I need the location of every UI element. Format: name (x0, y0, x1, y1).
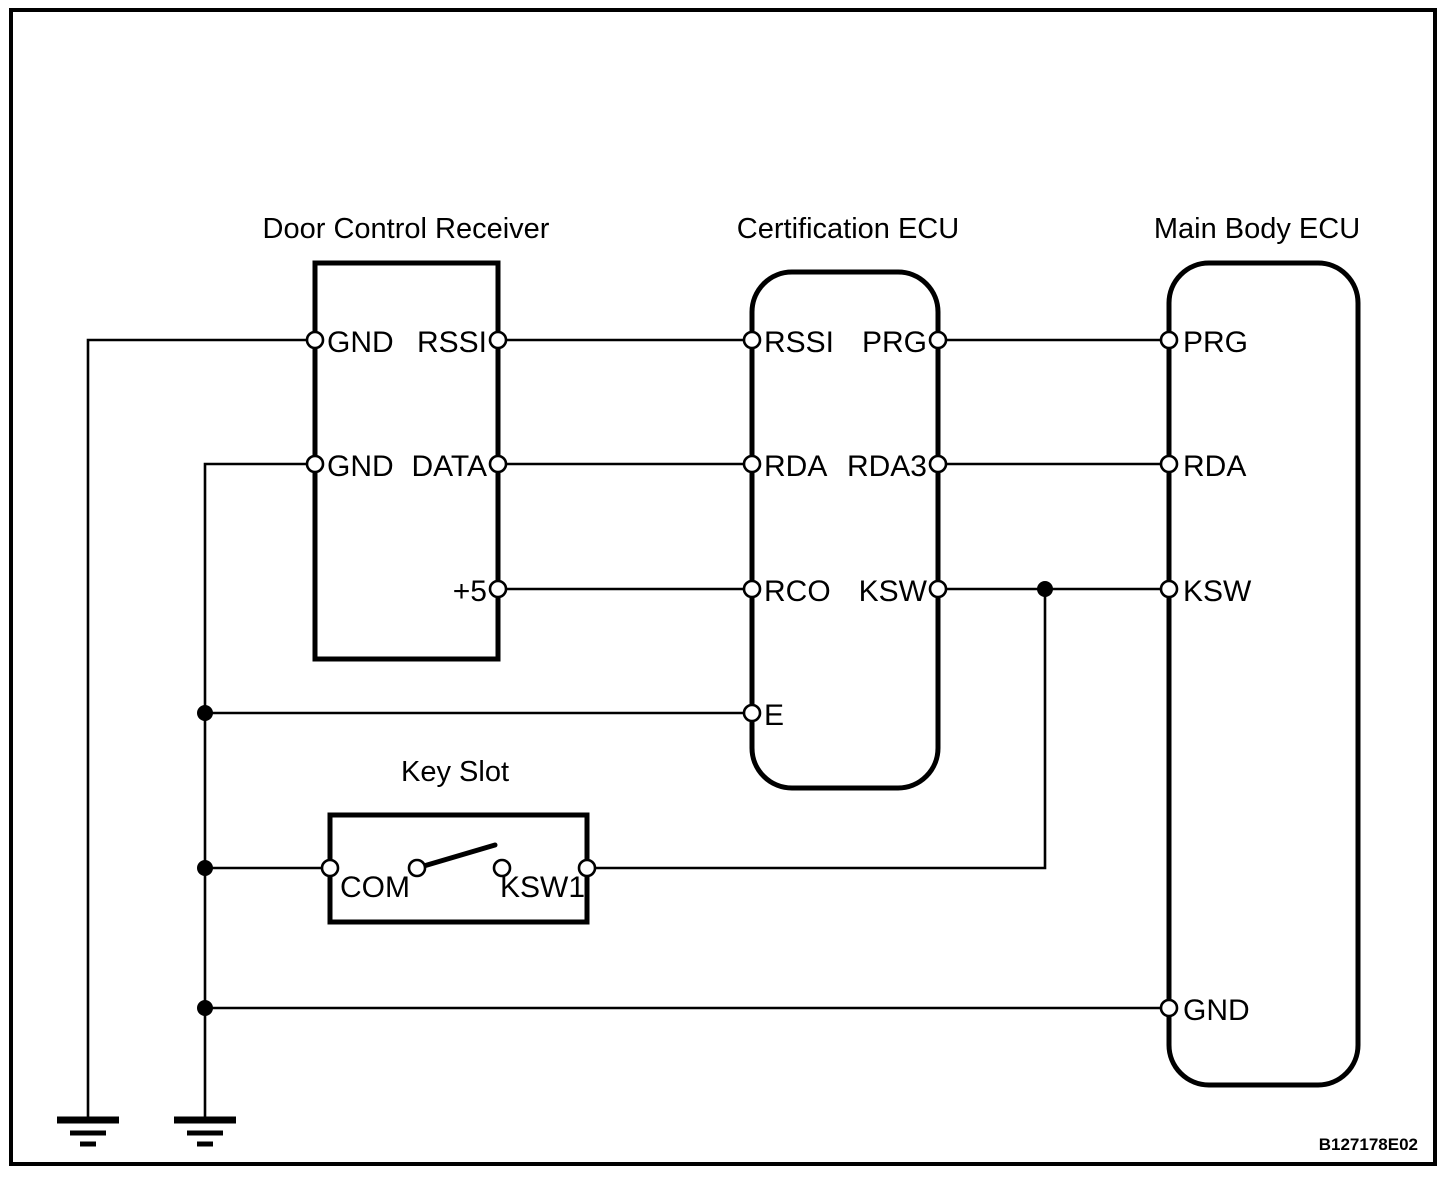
pin-label-cert-e: E (764, 699, 784, 732)
reference-code: B127178E02 (1319, 1135, 1418, 1154)
pin-label-dcr-p5: +5 (453, 575, 487, 608)
key-slot-box (327, 812, 590, 925)
junction-gnd-bus (197, 1000, 213, 1016)
junction-ksw (1037, 581, 1053, 597)
pin-label-keyslot-ksw1: KSW1 (500, 871, 585, 904)
wire-gnd2-to-ground (203, 462, 317, 1122)
key-slot-switch-lever[interactable] (414, 842, 498, 871)
certification-ecu-box (749, 269, 941, 791)
terminal-cert-rssi[interactable] (742, 330, 762, 350)
terminal-cert-rco[interactable] (742, 579, 762, 599)
wire-gnd1-to-ground (86, 338, 317, 1122)
pin-label-dcr-rssi: RSSI (417, 326, 487, 359)
terminal-dcr-gnd-1[interactable] (305, 330, 325, 350)
pin-label-dcr-gnd-2: GND (327, 450, 394, 483)
terminal-keyslot-com[interactable] (407, 858, 427, 878)
terminal-cert-ksw[interactable] (928, 579, 948, 599)
terminal-dcr-gnd-2[interactable] (305, 454, 325, 474)
pin-label-cert-ksw: KSW (859, 575, 928, 608)
terminal-keyslot-left-edge[interactable] (320, 858, 340, 878)
wire-group (86, 338, 1171, 1122)
pin-label-cert-rda: RDA (764, 450, 827, 483)
pin-label-dcr-data: DATA (411, 450, 487, 483)
ground-symbol-left (57, 1116, 119, 1147)
diagram-frame (9, 8, 1437, 1166)
main-body-ecu-box (1166, 260, 1361, 1088)
terminal-mb-prg[interactable] (1159, 330, 1179, 350)
title-certification-ecu: Certification ECU (737, 213, 959, 245)
pin-label-cert-prg: PRG (862, 326, 927, 359)
title-door-control-receiver: Door Control Receiver (263, 213, 550, 245)
pin-label-keyslot-com: COM (340, 871, 410, 904)
terminal-cert-rda[interactable] (742, 454, 762, 474)
wire-ksw-drop (585, 587, 1047, 870)
terminal-cert-rda3[interactable] (928, 454, 948, 474)
pin-label-mb-rda: RDA (1183, 450, 1246, 483)
pin-label-cert-rssi: RSSI (764, 326, 834, 359)
junction-e-bus (197, 705, 213, 721)
title-main-body-ecu: Main Body ECU (1154, 213, 1360, 245)
terminal-dcr-p5[interactable] (488, 579, 508, 599)
terminal-mb-ksw[interactable] (1159, 579, 1179, 599)
terminal-keyslot-ksw1[interactable] (492, 858, 512, 878)
pin-label-mb-ksw: KSW (1183, 575, 1252, 608)
terminal-dcr-rssi[interactable] (488, 330, 508, 350)
pin-label-mb-gnd: GND (1183, 994, 1250, 1027)
terminal-mb-rda[interactable] (1159, 454, 1179, 474)
pin-label-cert-rda3: RDA3 (847, 450, 927, 483)
pin-label-cert-rco: RCO (764, 575, 831, 608)
pin-label-dcr-gnd-1: GND (327, 326, 394, 359)
terminal-group (305, 330, 1179, 1018)
terminal-dcr-data[interactable] (488, 454, 508, 474)
junction-group (197, 581, 1053, 1016)
terminal-mb-gnd[interactable] (1159, 998, 1179, 1018)
pin-label-mb-prg: PRG (1183, 326, 1248, 359)
title-key-slot: Key Slot (401, 756, 509, 788)
terminal-keyslot-right-edge[interactable] (577, 858, 597, 878)
terminal-cert-e[interactable] (742, 703, 762, 723)
terminal-cert-prg[interactable] (928, 330, 948, 350)
junction-com-bus (197, 860, 213, 876)
ground-symbol-right (174, 1116, 236, 1147)
